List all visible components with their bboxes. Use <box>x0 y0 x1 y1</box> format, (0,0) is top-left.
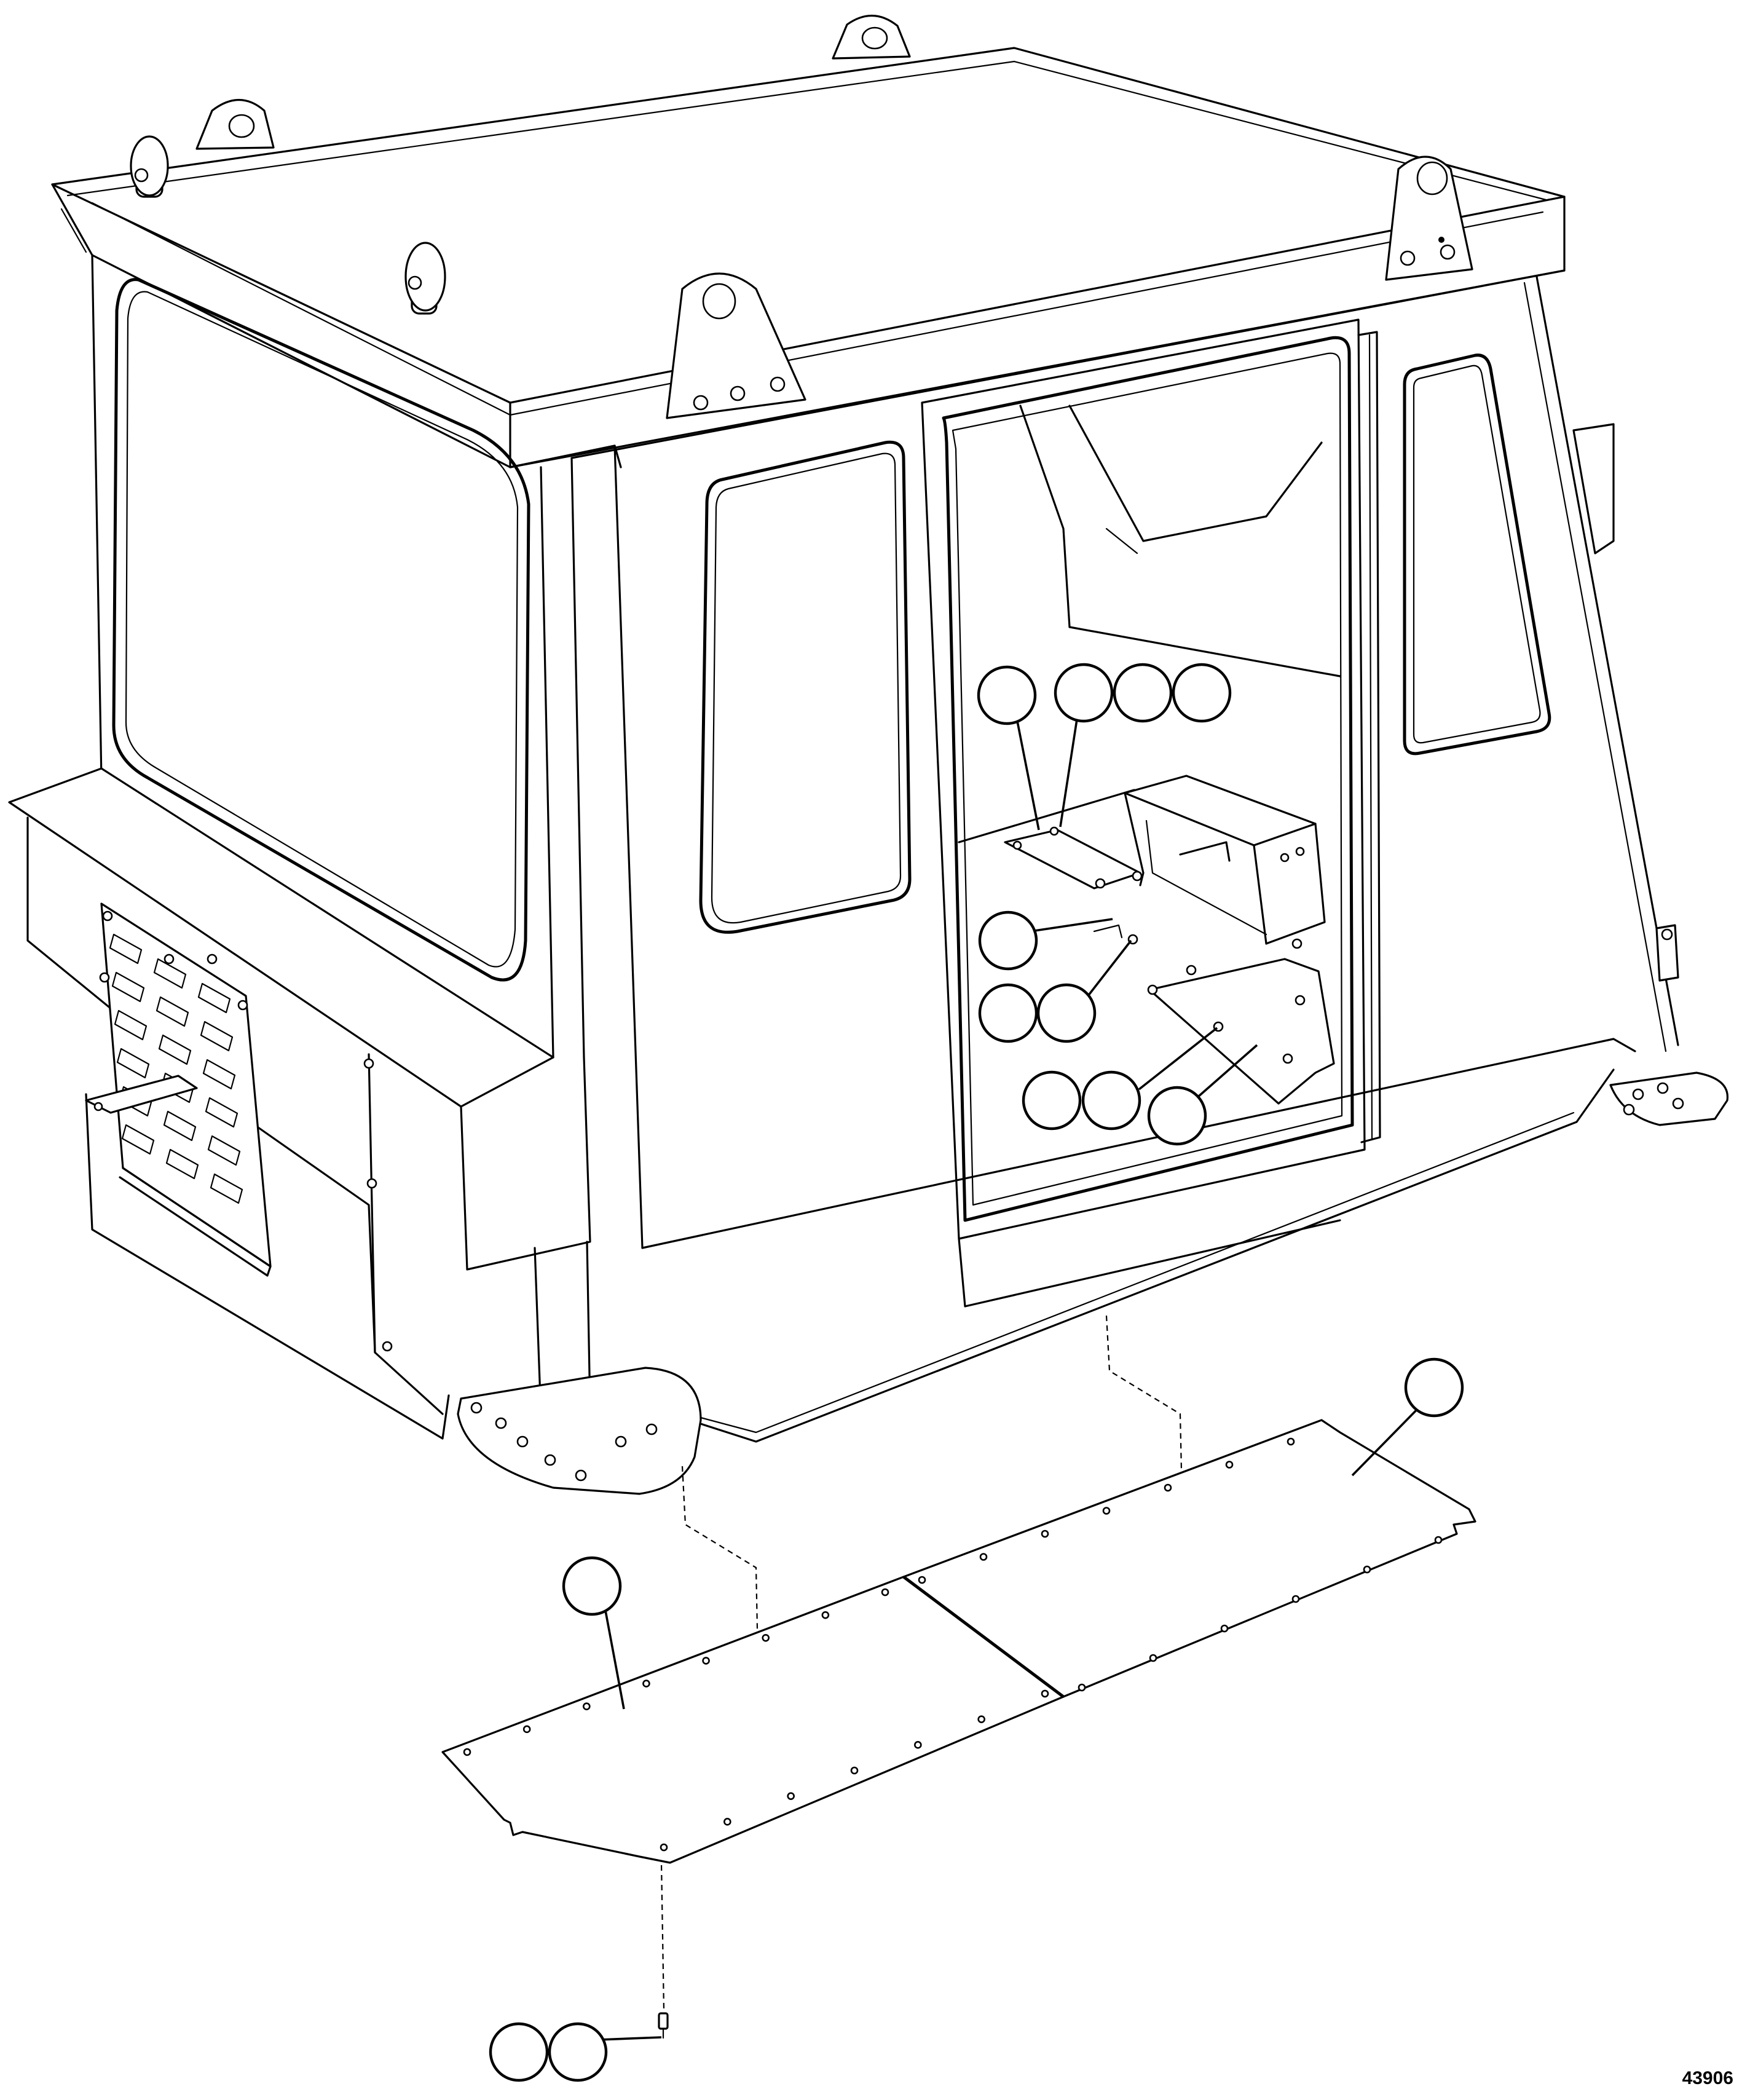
louver-slat <box>202 1059 236 1090</box>
plate-bolt-hole <box>660 1843 668 1852</box>
cab-front-wall <box>570 269 1679 1249</box>
louver-slat <box>121 1124 155 1155</box>
plate-bolt-hole <box>463 1748 471 1756</box>
mounting-foot-right <box>1609 1072 1728 1126</box>
cab-left-lower-skirt <box>8 767 591 1440</box>
louver-slat <box>153 958 187 989</box>
louver-slat <box>197 982 231 1014</box>
plate-bolt-hole <box>850 1766 859 1775</box>
plate-bolt-hole <box>1041 1689 1049 1698</box>
plate-bolt-hole <box>642 1680 650 1688</box>
mounting-foot-left <box>457 1367 702 1495</box>
plate-bolt-hole <box>1220 1624 1229 1633</box>
louver-slat <box>156 996 189 1027</box>
plate-bolt-hole <box>1164 1483 1172 1492</box>
plate-bolt-hole <box>1041 1530 1049 1538</box>
roof-beacon-front <box>404 242 446 315</box>
plate-bolt-hole <box>881 1588 889 1597</box>
louver-slat <box>210 1173 243 1204</box>
louver-slat <box>165 1148 199 1180</box>
plate-bolt-hole <box>1363 1565 1371 1574</box>
louver-slat <box>200 1020 234 1052</box>
plate-bolt-hole <box>762 1633 770 1642</box>
drawing-number: 43906 <box>1682 2068 1733 2088</box>
callout-bubble-c4 <box>1172 663 1232 723</box>
callout-bubble-c11 <box>1404 1357 1464 1418</box>
floor-plate-rear <box>902 1419 1476 1698</box>
plate-bolt-hole <box>1149 1654 1157 1662</box>
plate-bolt-hole <box>1434 1536 1443 1544</box>
side-access-panel <box>363 1053 393 1354</box>
callout-bubble-c9 <box>1081 1070 1141 1131</box>
door-opening-frame <box>921 318 1381 1308</box>
plate-bolt-hole <box>1291 1595 1300 1603</box>
plate-bolt-hole <box>977 1715 985 1723</box>
lifting-lug-left-rear <box>195 99 275 150</box>
plate-bolt-hole <box>702 1657 710 1665</box>
plate-bolt-hole <box>787 1792 795 1800</box>
lifting-lug-front-center <box>666 272 806 419</box>
plate-bolt-hole <box>1102 1507 1111 1515</box>
cab-roof <box>51 47 1566 468</box>
plate-bolt-hole <box>979 1553 988 1561</box>
louver-slat <box>114 1009 148 1041</box>
fastener-screw <box>658 2012 669 2039</box>
floor-plate-front <box>441 1576 1065 1864</box>
plate-bolt-hole <box>821 1611 830 1619</box>
callout-bubble-c10 <box>1147 1086 1207 1146</box>
callout-bubble-c8 <box>1022 1070 1082 1131</box>
lifting-lug-right-rear <box>832 14 911 60</box>
callout-bubble-c3 <box>1113 663 1173 723</box>
plate-bolt-hole <box>723 1818 731 1826</box>
callout-bubbles <box>489 663 1464 2082</box>
louver-slat <box>109 933 143 965</box>
plate-bolt-hole <box>582 1702 591 1711</box>
louver-slat <box>116 1048 150 1079</box>
roof-beacon-rear <box>130 135 169 198</box>
callout-bubble-c12 <box>562 1556 622 1616</box>
louver-slat <box>158 1034 192 1065</box>
plate-bolt-hole <box>914 1741 922 1749</box>
plate-bolt-hole <box>1287 1437 1295 1446</box>
louver-slat <box>111 971 145 1003</box>
plate-bolt-hole <box>918 1576 926 1584</box>
callout-bubble-c2 <box>1054 663 1114 723</box>
callout-bubble-c6 <box>978 983 1038 1043</box>
callout-bubble-c14 <box>548 2022 608 2082</box>
cab-left-side-wall <box>91 254 585 1059</box>
callout-bubble-c1 <box>977 665 1037 725</box>
callout-bubble-c7 <box>1036 983 1097 1043</box>
plate-bolt-hole <box>1078 1683 1086 1692</box>
lifting-lug-right-front <box>1385 156 1473 281</box>
louver-slat <box>163 1110 197 1142</box>
plate-bolt-hole <box>1225 1461 1234 1469</box>
callout-leaders <box>598 719 1420 2041</box>
callout-bubble-c13 <box>489 2022 549 2082</box>
callout-bubble-c5 <box>978 910 1038 971</box>
louver-slat <box>207 1135 241 1166</box>
side-bracket-right <box>1655 924 1679 982</box>
cab-interior <box>958 405 1341 1105</box>
mounting-foot-rear <box>85 1075 198 1114</box>
plate-bolt-hole <box>522 1725 531 1734</box>
louver-slat <box>205 1097 238 1128</box>
